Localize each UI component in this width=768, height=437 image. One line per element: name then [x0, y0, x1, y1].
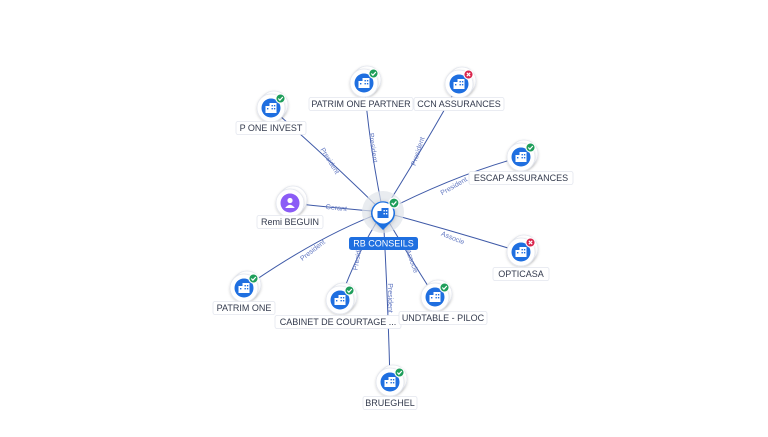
node-label: BRUEGHEL: [365, 398, 415, 408]
node-roundtable-piloc[interactable]: UNDTABLE - PILOC: [398, 279, 488, 325]
node-label: CABINET DE COURTAGE ...: [280, 317, 397, 327]
building-icon: [515, 247, 527, 257]
building-icon: [265, 103, 277, 113]
node-label: CCN ASSURANCES: [417, 99, 501, 109]
node-label: Remi BEGUIN: [261, 217, 319, 227]
building-icon: [384, 377, 396, 387]
center-label: RB CONSEILS: [353, 239, 414, 249]
edge-label-opticasa: Associe: [440, 231, 465, 247]
node-label: ESCAP ASSURANCES: [474, 173, 568, 183]
node-label-background: [308, 97, 414, 111]
node-remi-beguin[interactable]: Remi BEGUIN: [256, 185, 324, 229]
building-icon: [453, 79, 465, 89]
status-active-icon: [525, 142, 536, 153]
edge-label-brueghel: President: [386, 283, 393, 313]
edge-label-patrim-one-partner: President: [367, 133, 378, 163]
node-cabinet-de-courtage[interactable]: CABINET DE COURTAGE ...: [274, 282, 402, 329]
node-label-background: [235, 121, 307, 135]
node-label-background: [398, 311, 488, 325]
edge-label-patrim-one: President: [299, 239, 327, 263]
edge-label-remi-beguin: Gerant: [325, 204, 347, 213]
node-label-background: [413, 97, 505, 111]
node-patrim-one[interactable]: PATRIM ONE: [212, 270, 276, 315]
node-label-background: [492, 267, 550, 281]
node-p-one-invest[interactable]: P ONE INVEST: [235, 90, 307, 135]
status-active-icon: [388, 197, 400, 209]
center-label-background: [349, 237, 418, 250]
nodes-layer: PATRIM ONE PARTNER CCN ASSURANCES P ONE IN…: [212, 65, 574, 410]
center-node[interactable]: RB CONSEILS: [349, 191, 418, 250]
building-icon: [515, 152, 527, 162]
building-icon: [238, 283, 250, 293]
person-icon: [285, 197, 295, 208]
status-closed-icon: [463, 69, 474, 80]
node-opticasa[interactable]: OPTICASA: [492, 234, 550, 281]
status-active-icon: [394, 367, 405, 378]
node-label: UNDTABLE - PILOC: [402, 313, 485, 323]
status-active-icon: [275, 93, 286, 104]
status-active-icon: [368, 68, 379, 79]
status-active-icon: [439, 282, 450, 293]
node-label: P ONE INVEST: [240, 123, 303, 133]
building-icon: [429, 292, 441, 302]
building-icon: [358, 78, 370, 88]
node-label: PATRIM ONE PARTNER: [311, 99, 411, 109]
node-label-background: [468, 171, 574, 185]
building-icon: [334, 295, 346, 305]
edge-label-p-one-invest: President: [318, 147, 340, 176]
edge-label-roundtable-piloc: Associe: [404, 249, 419, 275]
node-escap-assurances[interactable]: ESCAP ASSURANCES: [468, 139, 574, 185]
node-label-background: [256, 215, 324, 229]
node-patrim-one-partner[interactable]: PATRIM ONE PARTNER: [308, 65, 414, 111]
node-label: OPTICASA: [498, 269, 544, 279]
node-ccn-assurances[interactable]: CCN ASSURANCES: [413, 66, 505, 111]
building-icon: [377, 208, 389, 218]
node-label-background: [212, 301, 276, 315]
node-label: PATRIM ONE: [217, 303, 272, 313]
status-active-icon: [248, 273, 259, 284]
edge-label-ccn-assurances: President: [411, 136, 427, 166]
status-closed-icon: [525, 237, 536, 248]
status-active-icon: [344, 285, 355, 296]
node-label-background: [362, 396, 418, 410]
node-brueghel[interactable]: BRUEGHEL: [362, 364, 418, 410]
